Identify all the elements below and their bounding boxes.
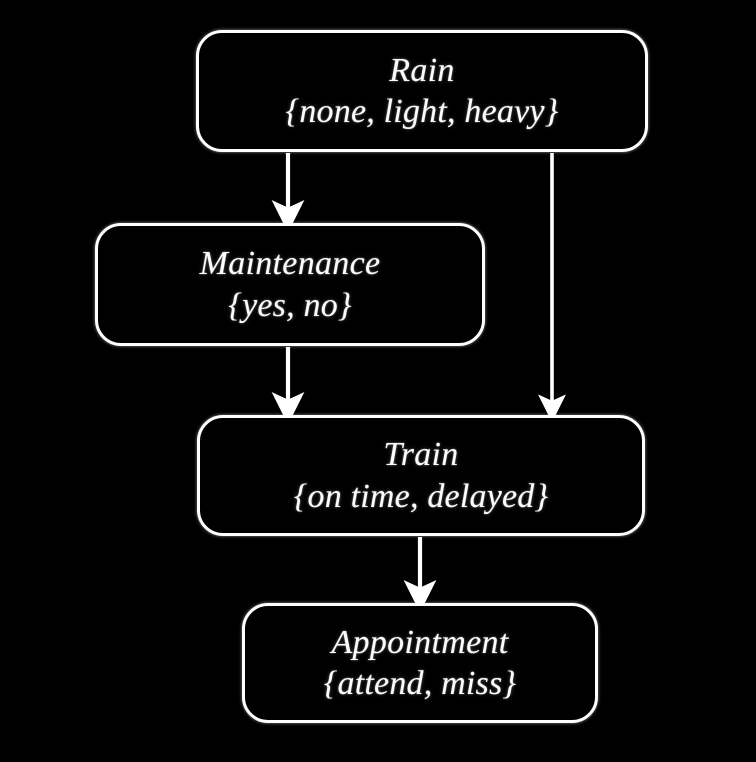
node-maintenance-label: Maintenance <box>199 245 381 283</box>
node-maintenance-states: {yes, no} <box>228 286 352 324</box>
node-appointment-label: Appointment <box>331 623 509 661</box>
node-train[interactable]: Train {on time, delayed} <box>197 415 645 536</box>
node-rain-states: {none, light, heavy} <box>285 93 559 130</box>
node-rain-label: Rain <box>389 51 455 89</box>
node-rain[interactable]: Rain {none, light, heavy} <box>196 30 648 152</box>
node-appointment[interactable]: Appointment {attend, miss} <box>242 603 598 723</box>
node-maintenance[interactable]: Maintenance {yes, no} <box>95 223 485 346</box>
node-train-states: {on time, delayed} <box>293 477 549 515</box>
node-train-label: Train <box>383 436 459 474</box>
node-appointment-states: {attend, miss} <box>323 665 517 702</box>
